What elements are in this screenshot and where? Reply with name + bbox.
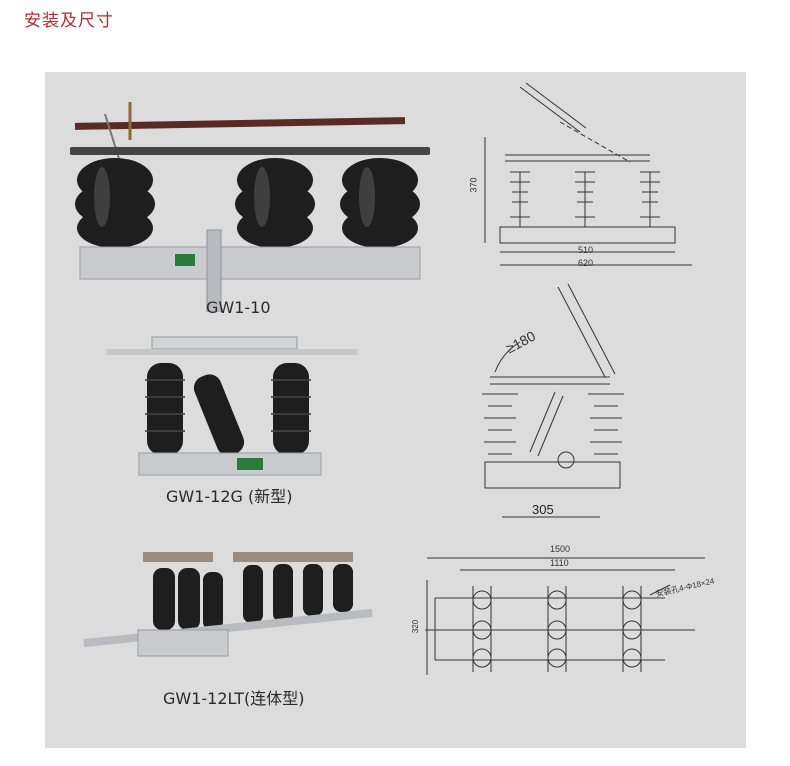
product-photo-gw1-12g xyxy=(107,336,357,476)
product-photo-gw1-12lt xyxy=(83,552,373,657)
dim-d3-outer-width: 1500 xyxy=(550,544,571,554)
dim-d1-outer-width: 620 xyxy=(578,258,594,268)
page-title: 安装及尺寸 xyxy=(24,11,114,31)
dimension-drawing-gw1-10 xyxy=(484,82,692,266)
caption-gw1-12g: GW1-12G (新型) xyxy=(166,487,293,506)
dimension-drawing-gw1-12lt xyxy=(425,557,705,675)
product-panel: GW1-10 GW1-12G (新型) GW1-12LT(连体型) xyxy=(45,72,746,748)
dim-d3-depth: 320 xyxy=(411,619,421,634)
dim-d3-inner-width: 1110 xyxy=(550,558,569,568)
dim-d2-width: 305 xyxy=(532,502,554,517)
caption-gw1-12lt: GW1-12LT(连体型) xyxy=(163,689,305,708)
dim-d1-inner-width: 510 xyxy=(578,245,594,255)
dim-d1-height: 370 xyxy=(468,177,479,193)
dimension-drawing-gw1-12g xyxy=(482,283,624,518)
product-photo-gw1-10 xyxy=(70,102,430,312)
caption-gw1-10: GW1-10 xyxy=(206,298,271,317)
